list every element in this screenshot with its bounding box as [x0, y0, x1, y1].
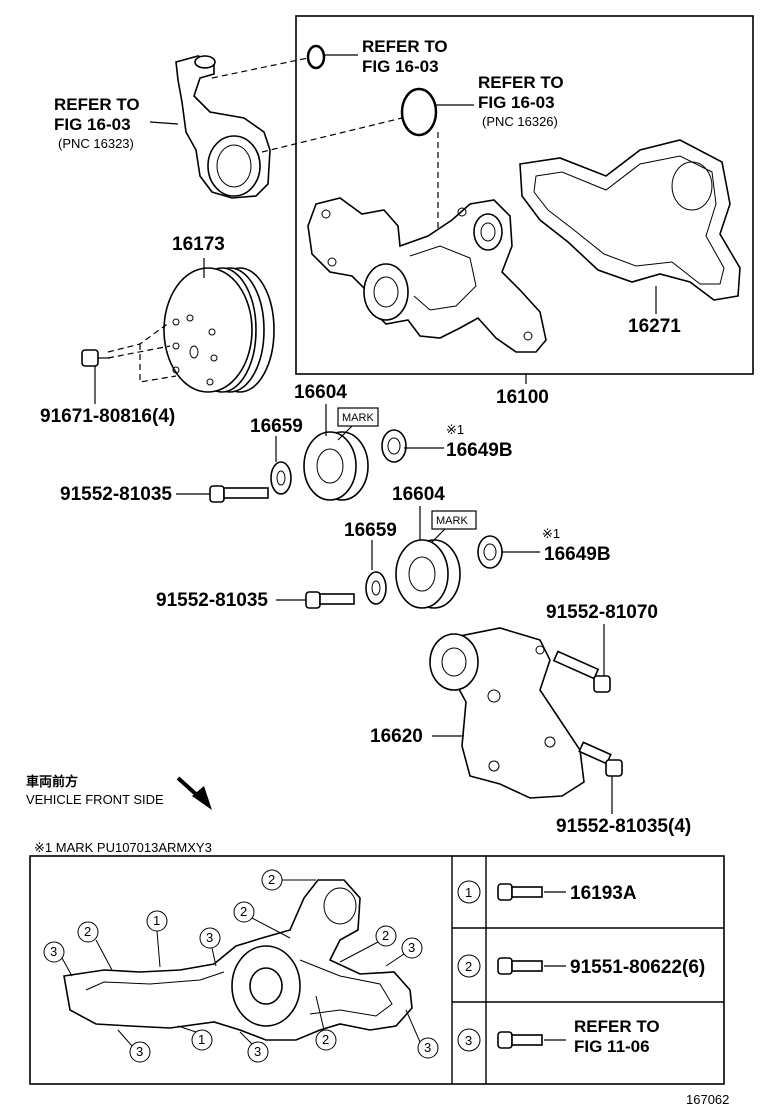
callout-3: [385, 937, 423, 967]
callout-3: [117, 1029, 151, 1063]
refer-top-line2: FIG 16-03: [362, 57, 439, 76]
direction-japanese: 車両前方: [26, 774, 78, 789]
callout-2-text: 2: [382, 928, 389, 943]
idler-pulley-lower: [395, 539, 461, 609]
legend-key-3: 3: [465, 1033, 472, 1048]
callout-1-text: 1: [153, 913, 160, 928]
front-arrow: [176, 776, 212, 810]
o-ring-small: [306, 44, 326, 70]
note-mark-upper: ※1: [446, 422, 464, 437]
figure-number: 167062: [686, 1092, 729, 1107]
callout-3: [199, 927, 221, 967]
callout-2: [261, 869, 316, 891]
label-idler-lower: 16604: [392, 484, 445, 505]
callout-1: [177, 1025, 213, 1051]
water-inlet-housing: [175, 55, 271, 199]
pulley: [163, 267, 275, 393]
refer-mid-pnc: (PNC 16326): [482, 114, 558, 129]
callout-3-text: 3: [206, 930, 213, 945]
refer-left-pnc: (PNC 16323): [58, 136, 134, 151]
callout-3-text: 3: [50, 944, 57, 959]
callout-2: [233, 901, 291, 939]
label-tensioner-bolt-bottom: 91552-81035(4): [556, 816, 691, 837]
callout-1: [146, 910, 168, 968]
label-pulley: 16173: [172, 234, 225, 255]
callout-2-text: 2: [268, 872, 275, 887]
callout-3: [43, 941, 73, 977]
spacer-lower: [365, 571, 387, 605]
idler-pulley-upper: [303, 431, 369, 501]
legend-bolt-3: [497, 1031, 543, 1049]
callout-2: [339, 925, 397, 963]
callout-2: [315, 995, 337, 1051]
refer-top-line1: REFER TO: [362, 37, 448, 56]
callout-3-text: 3: [254, 1044, 261, 1059]
tensioner-bolt-top: [552, 624, 611, 693]
tensioner-bolt-bottom: [578, 741, 623, 814]
label-pulley-bolt: 91671-80816(4): [40, 406, 175, 427]
callout-3-text: 3: [408, 940, 415, 955]
mark-note: ※1 MARK PU107013ARMXY3: [34, 840, 212, 855]
water-pump-body: [307, 197, 547, 353]
callout-2: [77, 921, 113, 971]
legend-refer-line2: FIG 11-06: [574, 1037, 650, 1056]
label-bolt-lower: 91552-81035: [156, 590, 268, 611]
legend-bolt-2: [497, 957, 543, 975]
mark-tag-lower: MARK: [436, 515, 468, 527]
refer-mid-line1: REFER TO: [478, 73, 564, 92]
assembly-frame: [295, 15, 754, 375]
callout-1-text: 1: [198, 1032, 205, 1047]
label-bolt-upper: 91552-81035: [60, 484, 172, 505]
refer-left-line2: FIG 16-03: [54, 115, 131, 134]
callout-2-text: 2: [322, 1032, 329, 1047]
gasket: [519, 139, 741, 301]
bolt-location-pump-outline: [63, 879, 413, 1041]
label-water-pump-assy: 16100: [496, 387, 549, 408]
mark-tag-lower-box: [431, 510, 477, 530]
callout-3-text: 3: [424, 1040, 431, 1055]
callout-3: [239, 1031, 269, 1063]
mark-tag-upper-box: [337, 407, 379, 427]
label-tensioner-bolt-top: 91552-81070: [546, 602, 658, 623]
mark-tag-upper: MARK: [342, 412, 374, 424]
cover-upper: [381, 429, 407, 463]
label-cover-upper: 16649B: [446, 440, 513, 461]
legend-key-1: 1: [465, 885, 472, 900]
o-ring-large: [400, 87, 438, 137]
callout-2-text: 2: [240, 904, 247, 919]
bolt-upper: [176, 485, 269, 503]
legend-part-1: 16193A: [570, 883, 637, 904]
note-mark-lower: ※1: [542, 526, 560, 541]
label-idler-upper: 16604: [294, 382, 347, 403]
bolt-location-frame: [29, 855, 725, 1085]
legend-refer-line1: REFER TO: [574, 1017, 660, 1036]
legend-bolt-1: [497, 883, 543, 901]
cover-lower: [477, 535, 503, 569]
legend-part-2: 91551-80622(6): [570, 957, 705, 978]
callout-2-text: 2: [84, 924, 91, 939]
bolt-lower: [276, 591, 355, 609]
refer-mid-line2: FIG 16-03: [478, 93, 555, 112]
spacer-upper: [270, 461, 292, 495]
direction-english: VEHICLE FRONT SIDE: [26, 792, 164, 807]
legend-key-2: 2: [465, 959, 472, 974]
label-spacer-upper: 16659: [250, 416, 303, 437]
callout-3: [405, 1009, 439, 1059]
label-gasket: 16271: [628, 316, 681, 337]
label-tensioner: 16620: [370, 726, 423, 747]
callout-3-text: 3: [136, 1044, 143, 1059]
label-cover-lower: 16649B: [544, 544, 611, 565]
refer-left-line1: REFER TO: [54, 95, 140, 114]
tensioner: [429, 627, 585, 799]
pulley-bolt: [81, 349, 110, 404]
label-spacer-lower: 16659: [344, 520, 397, 541]
